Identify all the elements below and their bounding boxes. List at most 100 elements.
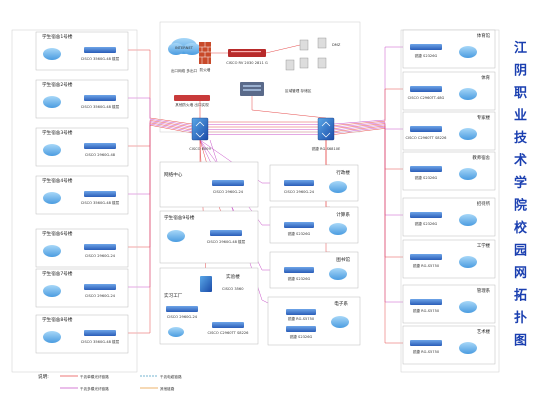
switch-icon <box>84 47 116 53</box>
middle-building-switch: 锐捷 S2326G <box>288 231 311 236</box>
switch-icon <box>286 309 316 315</box>
title-char: 图 <box>514 334 527 349</box>
switch-icon <box>410 340 442 346</box>
firewall-bar-icon <box>174 95 210 101</box>
dmz-label: DMZ <box>332 43 341 47</box>
other-firewall-label: 其他防火墙 出口实现 <box>175 102 209 107</box>
title-char: 网 <box>514 266 527 281</box>
title-char: 阴 <box>514 64 527 79</box>
middle-building-0: 行政楼 CISCO 2960G-24 <box>269 164 359 202</box>
switch-icon <box>84 191 116 197</box>
left-area-frame <box>11 29 138 373</box>
storage-label: 区域管理 存储区 <box>285 88 312 93</box>
building-cloud-icon <box>167 230 185 242</box>
right-building-switch: 锐捷 RG-S5750 <box>413 308 440 313</box>
left-building-switch: CISCO 2960G-48 <box>85 153 116 157</box>
title-char: 院 <box>514 198 527 214</box>
right-building-name: 教师宿舍 <box>472 154 490 161</box>
building-cloud-icon <box>329 181 347 193</box>
lab-label: 实验楼 <box>226 273 240 280</box>
switch-icon <box>410 299 442 305</box>
title-char: 扑 <box>514 310 527 326</box>
core-area-frame <box>159 21 361 133</box>
elec-switch1-label: 锐捷 RG-S5750 <box>288 316 315 321</box>
isp-label: 出口网络 多出口 <box>171 68 198 73</box>
cisco-core-label: CISCO 6509 <box>189 147 211 151</box>
left-building-name: 学生宿舍8号楼 <box>42 316 73 323</box>
building-cloud-icon <box>43 192 61 204</box>
cisco-core-switch-icon <box>191 117 209 141</box>
link-lines <box>128 44 403 344</box>
middle-building-switch: CISCO 2960G-24 <box>284 190 315 194</box>
title-char: 术 <box>513 153 527 169</box>
building-cloud-icon <box>43 144 61 156</box>
right-building-name: 专家楼 <box>477 114 491 121</box>
right-building-name: 艺术楼 <box>477 328 491 335</box>
left-building-name: 学生宿舍6号楼 <box>42 230 73 237</box>
router-label: CISCO RV 2030 2811 G <box>226 61 268 65</box>
switch-icon <box>410 212 442 218</box>
title-char: 拓 <box>514 288 527 304</box>
storage-icon <box>240 82 264 96</box>
switch-icon <box>84 284 116 290</box>
building-cloud-icon <box>329 268 347 280</box>
left-building-switch: CISCO 3560G-48 楼层 <box>81 339 120 344</box>
lab-switch-label: CISCO 3560 <box>222 287 244 291</box>
building-cloud-icon <box>43 48 61 60</box>
building-cloud-icon <box>331 316 349 328</box>
ruijie-core-label: 锐捷 RG-S6810E <box>312 146 341 151</box>
building-cloud-icon <box>459 88 477 100</box>
training-switch2-label: CISCO C2960TT S8226 <box>208 331 250 335</box>
middle-building-name: 图书馆 <box>336 256 350 263</box>
left-building-switch: CISCO 2960G-24 <box>85 294 116 298</box>
building-cloud-icon <box>459 342 477 354</box>
building-cloud-icon <box>43 331 61 343</box>
right-building-name: 体育馆 <box>477 32 491 39</box>
right-building-switch: 锐捷 S2326G <box>415 175 438 180</box>
switch-icon <box>212 322 244 328</box>
dorm9-label: 学生宿舍9号楼 <box>164 214 195 221</box>
building-cloud-icon <box>459 46 477 58</box>
right-building-name: 招待所 <box>477 200 491 207</box>
building-cloud-icon <box>43 285 61 297</box>
middle-building-name: 行政楼 <box>336 169 350 176</box>
switch-icon <box>84 244 116 250</box>
building-cloud-icon <box>43 96 61 108</box>
legend-item-4: 其他链路 <box>160 386 175 391</box>
title-char: 校 <box>514 220 528 236</box>
switch-icon <box>84 95 116 101</box>
firewall-label: 防火墙 <box>200 67 211 72</box>
training-switch-label: CISCO 2960G-24 <box>167 315 198 319</box>
dorm9-switch-label: CISCO 2960G-48 楼层 <box>207 239 246 244</box>
building-cloud-icon <box>43 245 61 257</box>
right-building-switch: 锐捷 RG-S5750 <box>413 349 440 354</box>
building-cloud-icon <box>459 214 477 226</box>
title-char: 江 <box>514 40 527 56</box>
router-icon <box>228 49 266 57</box>
elec-dept-label: 电子系 <box>334 300 348 307</box>
switch-icon <box>410 44 442 50</box>
right-building-switch: 锐捷 S2326G <box>415 221 438 226</box>
right-building-name: 管理系 <box>477 287 491 294</box>
middle-building-switch: 锐捷 S2326G <box>288 276 311 281</box>
title-char: 职 <box>514 86 527 101</box>
building-cloud-icon <box>459 256 477 268</box>
building-cloud-icon <box>168 327 184 337</box>
